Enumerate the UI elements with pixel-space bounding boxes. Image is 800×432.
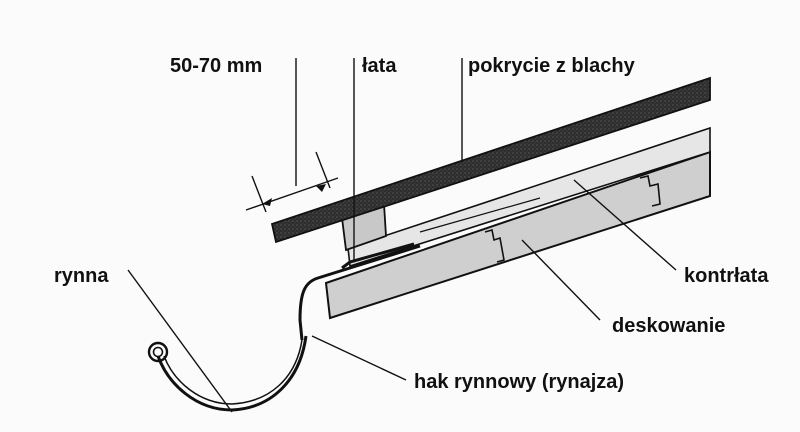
label-roof-covering: pokrycie z blachy — [468, 55, 636, 77]
label-gutter: rynna — [54, 265, 109, 287]
boarding-leader — [521, 239, 601, 321]
boarding-layer — [324, 150, 711, 320]
dimension-line — [245, 177, 339, 211]
gutter-hook-leader — [311, 335, 407, 381]
label-gutter-hook: hak rynnowy (rynajza) — [414, 371, 624, 393]
counter-batten-edge — [419, 197, 541, 233]
label-boarding: deskowanie — [612, 315, 725, 337]
drip-flashing — [341, 242, 415, 270]
metal-sheet — [270, 76, 711, 244]
gutter-hook — [298, 244, 421, 341]
label-batten: łata — [362, 55, 397, 77]
dimension-tick-right — [315, 151, 331, 189]
counter-batten-joint — [639, 175, 661, 207]
boarding-joint — [484, 228, 505, 263]
counter-batten-leader — [573, 179, 677, 271]
gutter-bead — [147, 341, 169, 363]
label-gap: 50-70 mm — [170, 55, 262, 77]
label-counter-batten: kontrłata — [684, 265, 769, 287]
dimension-tick-left — [251, 175, 267, 213]
gutter-leader — [127, 269, 233, 413]
gutter-hook-highlight — [305, 247, 425, 338]
counter-batten-layer — [347, 126, 711, 268]
gutter-trough — [156, 335, 308, 412]
